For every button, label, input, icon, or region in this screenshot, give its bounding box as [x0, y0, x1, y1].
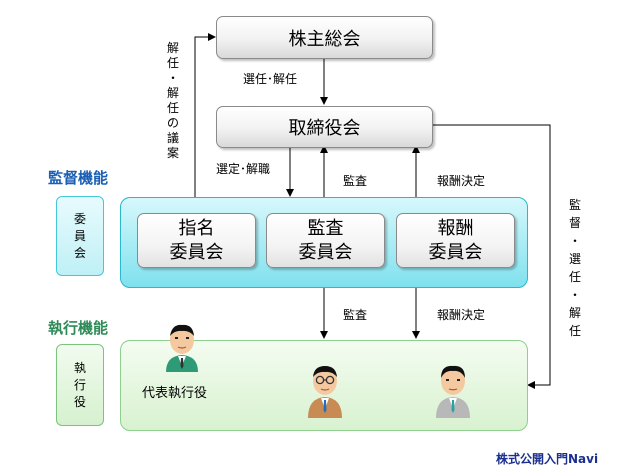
appoint-dismiss-label: 選定･解職 [216, 162, 271, 176]
arrow-supervise [432, 124, 551, 389]
committee-tag-char-3: 会 [73, 245, 86, 260]
nomination-committee-line-2: 委員会 [169, 241, 224, 263]
compensation-top-label: 報酬決定 [437, 174, 486, 188]
vchar: 任 [166, 101, 179, 115]
audit-committee-line-2: 委員会 [298, 241, 353, 263]
watermark: 株式公開入門Navi [496, 452, 599, 466]
audit-committee-box: 監査 委員会 [266, 213, 385, 268]
vchar: ・ [166, 71, 179, 85]
board-of-directors-label: 取締役会 [288, 118, 361, 139]
executive-officer-tag: 執 行 役 [56, 344, 104, 426]
nomination-committee-box: 指名 委員会 [137, 213, 256, 268]
vchar: 督 [568, 216, 581, 230]
dismissal-proposal-label: 解 任 ・ 解 任 の 議 案 [166, 41, 180, 161]
vchar: 任 [568, 270, 581, 284]
shareholders-meeting-label: 株主総会 [288, 28, 361, 50]
executive-tag-char-2: 行 [73, 377, 86, 392]
vchar: 選 [568, 252, 581, 266]
officer-glasses-icon [308, 366, 342, 418]
shareholders-meeting-box: 株主総会 [216, 16, 433, 59]
compensation-bottom-label: 報酬決定 [437, 308, 486, 322]
vchar: 解 [568, 306, 581, 320]
vchar: 任 [166, 56, 179, 70]
committee-tag-char-1: 委 [73, 211, 86, 226]
audit-top-label: 監査 [343, 174, 368, 188]
vchar: 任 [568, 324, 581, 338]
board-of-directors-box: 取締役会 [216, 106, 433, 148]
vchar: ・ [568, 234, 581, 248]
compensation-committee-line-1: 報酬 [437, 217, 474, 239]
nomination-committee-line-1: 指名 [178, 217, 215, 239]
executive-tag-char-3: 役 [73, 394, 86, 409]
vchar: 案 [166, 146, 179, 160]
officer-gray-suit-icon [436, 365, 470, 418]
arrow-dismissal-proposal [194, 33, 216, 214]
vchar: 監 [568, 198, 581, 212]
ceo-person-icon [166, 324, 198, 372]
vchar: 解 [166, 86, 179, 100]
ceo-label: 代表執行役 [142, 386, 208, 401]
compensation-committee-line-2: 委員会 [428, 241, 483, 263]
committee-tag-char-2: 員 [73, 228, 86, 243]
supervision-title: 監督機能 [48, 169, 109, 187]
vchar: 議 [166, 131, 179, 145]
execution-title: 執行機能 [48, 319, 109, 337]
audit-bottom-label: 監査 [343, 308, 368, 322]
supervise-elect-dismiss-label: 監 督 ・ 選 任 ・ 解 任 [568, 196, 582, 340]
committee-tag: 委 員 会 [56, 196, 104, 276]
compensation-committee-box: 報酬 委員会 [396, 213, 515, 268]
vchar: ・ [568, 288, 581, 302]
audit-committee-line-1: 監査 [307, 217, 344, 239]
vchar: の [166, 116, 179, 130]
executive-tag-char-1: 執 [73, 360, 86, 375]
elect-dismiss-label: 選任･解任 [243, 72, 298, 86]
vchar: 解 [166, 41, 179, 55]
